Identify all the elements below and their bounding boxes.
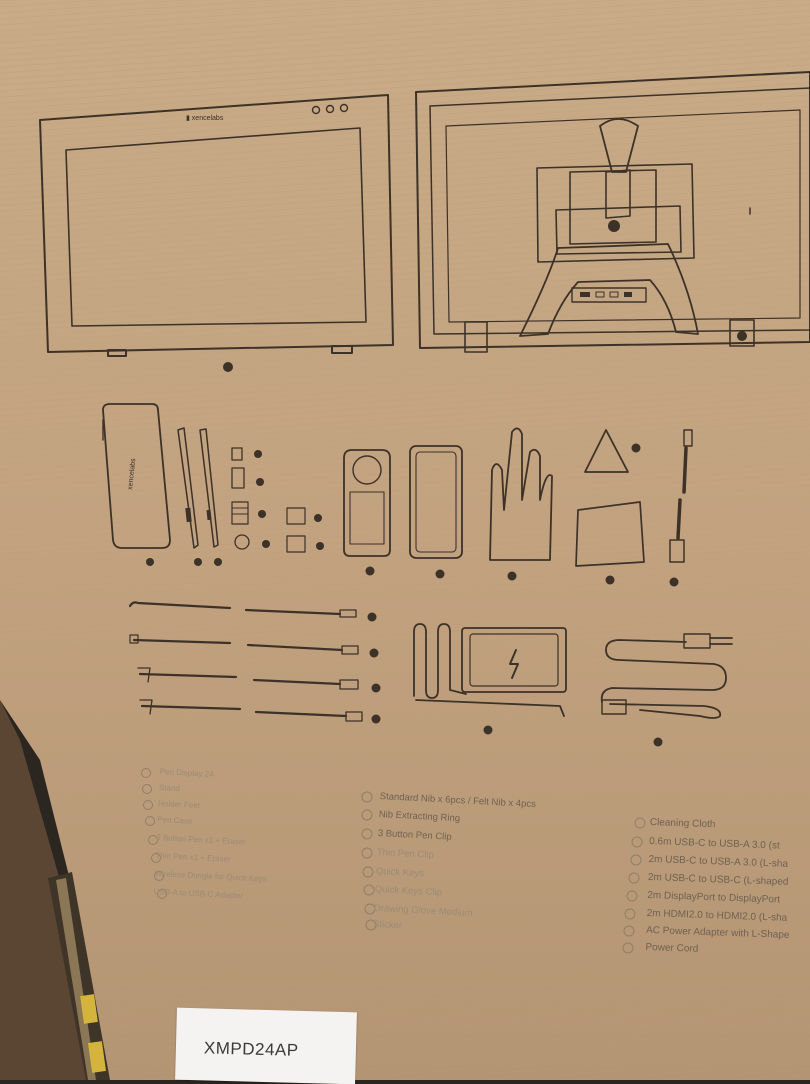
quick-keys-clip-drawing [409,445,463,579]
quick-keys-drawing [343,449,391,576]
legend-item: Power Cord [645,941,699,955]
pen-display-front-drawing: ▮ xencelabs [39,94,394,357]
svg-text:xencelabs: xencelabs [127,458,137,491]
pen-case-drawing: xencelabs [102,403,171,566]
ac-adapter-drawing [413,623,567,735]
legend-item: Stand [158,782,181,794]
legend-item: Quick Keys [375,865,425,880]
small-parts-drawing [231,447,324,553]
cables-drawing [128,601,381,724]
pen-display-back-drawing [415,71,810,353]
pens-drawing [177,427,222,566]
short-usb-cable-drawing [669,429,693,587]
legend-item: Sticker [372,918,403,932]
box-flap-edge [48,872,110,1080]
model-label-sticker: XMPD24AP [175,1007,357,1084]
sticker-and-cloth-drawing [575,429,645,585]
model-number-text: XMPD24AP [203,1038,299,1060]
callout-1 [223,362,233,372]
svg-text:▮ xencelabs: ▮ xencelabs [186,115,224,122]
drawing-glove-drawing [489,427,553,581]
power-cord-drawing [600,633,733,747]
